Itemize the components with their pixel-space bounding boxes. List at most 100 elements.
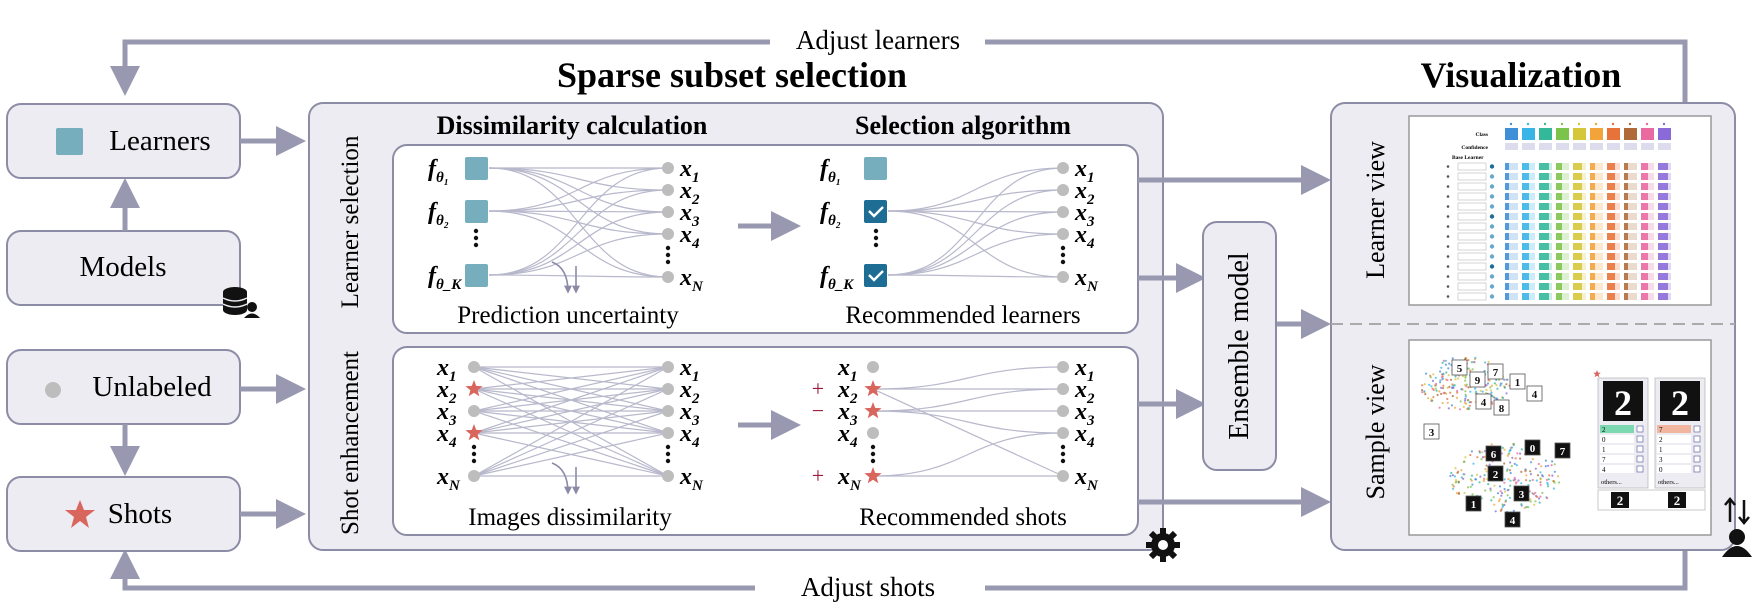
scatter-point <box>1501 505 1504 509</box>
scatter-point <box>1525 479 1528 482</box>
confidence-bar-bg <box>1595 253 1603 260</box>
x-label: xN <box>1074 464 1099 494</box>
scatter-point <box>1536 474 1540 477</box>
learner-row-name <box>1457 242 1487 251</box>
scatter-point <box>1428 383 1431 386</box>
confidence-bar <box>1522 163 1529 170</box>
scatter-point <box>1455 480 1458 483</box>
x-label: xN <box>679 464 704 494</box>
scatter-point <box>1494 510 1497 513</box>
scatter-point <box>1454 406 1457 409</box>
vdots <box>1060 252 1066 258</box>
scatter-point <box>1458 408 1462 411</box>
confidence-bar <box>1505 273 1509 280</box>
scatter-point <box>1534 500 1537 503</box>
confidence-bar <box>1522 283 1529 290</box>
confidence-bar-bg <box>1628 173 1637 180</box>
confidence-bar-bg <box>1582 233 1586 240</box>
confidence-bar-bg <box>1509 203 1518 210</box>
confidence-bar-bg <box>1595 163 1603 170</box>
confidence-bar-bg <box>1595 263 1603 270</box>
sample-dot <box>662 162 674 174</box>
scatter-point <box>1454 375 1457 378</box>
confidence-bar-bg <box>1628 293 1637 300</box>
confidence-bar <box>1522 233 1529 240</box>
dissimilarity-title: Dissimilarity calculation <box>437 111 708 140</box>
confidence-bar-bg <box>1529 213 1535 220</box>
confidence-bar <box>1539 293 1549 300</box>
scatter-point <box>1448 362 1451 365</box>
x-label: x4 <box>679 222 700 252</box>
confidence-bar <box>1505 213 1509 220</box>
row-bullet <box>1446 275 1450 278</box>
confidence-cell <box>1556 143 1569 150</box>
scatter-point <box>1534 467 1537 470</box>
scatter-point <box>1467 386 1470 389</box>
confidence-bar <box>1505 283 1509 290</box>
scatter-point <box>1538 501 1541 504</box>
candidate-label: 2 <box>1659 436 1663 444</box>
vdots <box>1060 444 1066 450</box>
scatter-point <box>1534 491 1537 494</box>
confidence-bar <box>1641 273 1648 280</box>
confidence-bar <box>1522 253 1529 260</box>
scatter-point <box>1453 475 1456 478</box>
confidence-bar-bg <box>1509 273 1518 280</box>
class-swatch <box>1590 128 1603 140</box>
selection-mark: + <box>812 376 824 401</box>
confidence-bar-bg <box>1529 193 1535 200</box>
sample-dot <box>468 361 480 373</box>
digit-thumbnail-text: 9 <box>1475 375 1481 387</box>
scatter-point <box>1499 490 1502 493</box>
scatter-point <box>1429 374 1432 377</box>
others-dropdown: others... <box>1658 479 1679 486</box>
row-bullet <box>1446 205 1450 208</box>
edge <box>872 388 1064 477</box>
class-dot <box>1526 122 1530 126</box>
confidence-bar-bg <box>1509 263 1518 270</box>
sample-view-label: Sample view <box>1361 364 1390 499</box>
scatter-point <box>1511 456 1514 459</box>
confidence-bar-bg <box>1595 213 1603 220</box>
ensemble-model-box <box>1202 221 1277 471</box>
edge <box>872 410 1064 434</box>
models-box: Models <box>6 230 260 318</box>
learners-box: Learners <box>6 103 241 179</box>
confidence-bar <box>1624 193 1628 200</box>
class-swatch <box>1522 128 1535 140</box>
scatter-point <box>1474 478 1477 481</box>
class-swatch <box>1539 128 1552 140</box>
confidence-cell <box>1624 143 1637 150</box>
confidence-bar <box>1556 243 1562 250</box>
scatter-point <box>1551 474 1554 477</box>
scatter-point <box>1528 479 1532 482</box>
scatter-point <box>1509 448 1512 451</box>
scatter-point <box>1540 465 1543 468</box>
confidence-bar <box>1624 213 1628 220</box>
digit-thumbnail <box>1475 393 1492 410</box>
scatter-point <box>1505 392 1508 395</box>
scatter-point <box>1464 390 1467 393</box>
scatter-point <box>1423 390 1426 393</box>
confidence-bar-bg <box>1668 263 1671 270</box>
scatter-point <box>1515 464 1518 467</box>
confidence-cell <box>1505 143 1518 150</box>
confidence-bar-bg <box>1615 243 1620 250</box>
x-label: x3 <box>679 399 700 429</box>
edge <box>887 167 1064 212</box>
confidence-bar <box>1556 263 1562 270</box>
confidence-bar <box>1573 243 1582 250</box>
confidence-bar-bg <box>1595 203 1603 210</box>
confidence-bar-bg <box>1668 203 1671 210</box>
confidence-bar-bg <box>1615 233 1620 240</box>
confidence-bar-bg <box>1549 283 1552 290</box>
confidence-bar <box>1658 163 1668 170</box>
scatter-point <box>1512 442 1515 446</box>
confidence-bar-bg <box>1529 183 1535 190</box>
vdots <box>873 228 879 234</box>
selection-mark: + <box>812 463 824 488</box>
confidence-bar <box>1658 223 1668 230</box>
scatter-point <box>1481 451 1484 454</box>
scatter-point <box>1451 483 1454 486</box>
confidence-bar-bg <box>1562 233 1569 240</box>
